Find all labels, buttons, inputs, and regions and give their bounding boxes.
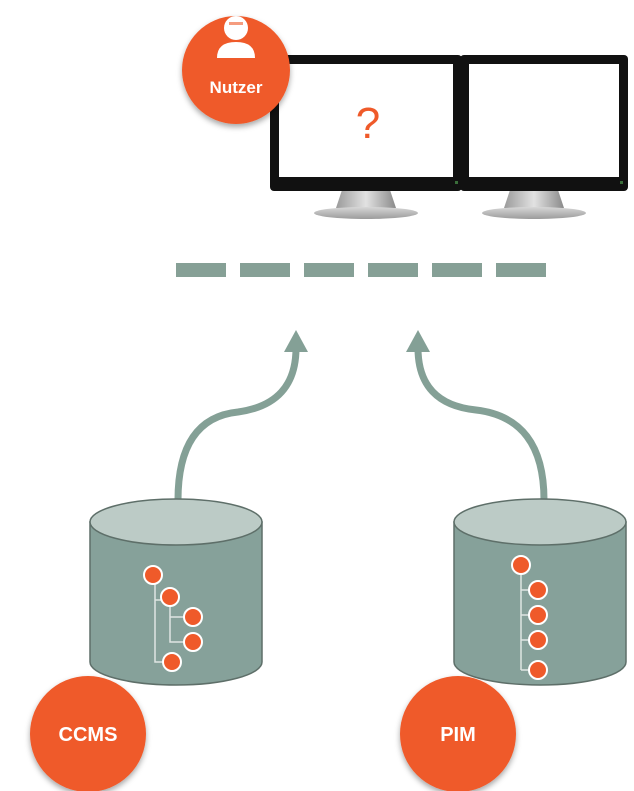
user-label: Nutzer bbox=[210, 78, 263, 97]
tree-node bbox=[183, 607, 203, 627]
list-node bbox=[528, 580, 548, 600]
ccms-badge bbox=[30, 676, 146, 791]
ccms-tree-structure bbox=[143, 565, 203, 672]
user-badge bbox=[182, 16, 290, 124]
tree-node bbox=[183, 632, 203, 652]
arrow-pim-to-screen bbox=[406, 330, 548, 504]
tree-node bbox=[143, 565, 163, 585]
pim-label: PIM bbox=[440, 724, 476, 746]
list-node bbox=[528, 630, 548, 650]
ccms-label: CCMS bbox=[59, 724, 118, 746]
tree-node bbox=[160, 587, 180, 607]
monitor-left bbox=[270, 55, 462, 219]
monitor-right bbox=[460, 55, 628, 219]
pim-list-structure bbox=[511, 555, 548, 680]
list-node bbox=[528, 660, 548, 680]
arrow-ccms-to-screen bbox=[174, 330, 308, 504]
tree-node bbox=[162, 652, 182, 672]
pim-database bbox=[453, 498, 627, 686]
list-node bbox=[511, 555, 531, 575]
list-node bbox=[528, 605, 548, 625]
user-icon bbox=[217, 16, 255, 58]
pim-badge bbox=[400, 676, 516, 791]
screen-question-mark: ? bbox=[356, 99, 380, 148]
integration-dashed-line bbox=[176, 263, 546, 277]
